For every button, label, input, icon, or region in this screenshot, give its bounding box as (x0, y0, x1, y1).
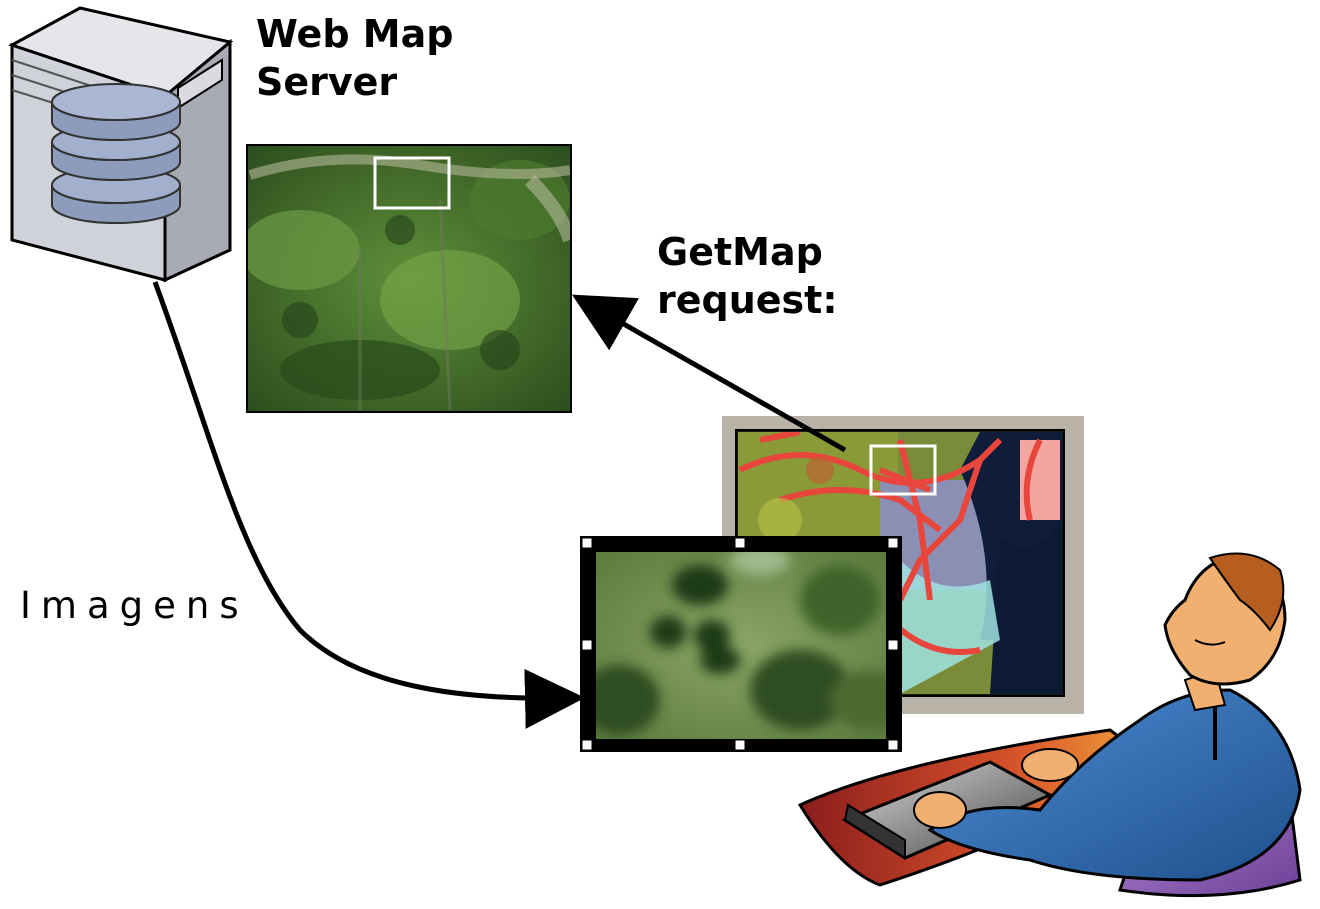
web-map-server-label: Web Map Server (256, 10, 453, 106)
server-icon (8, 6, 234, 283)
resize-handles (581, 537, 899, 751)
zoomed-image (580, 536, 902, 752)
imagens-label: Imagens (20, 584, 249, 627)
selection-box (869, 444, 937, 496)
road-lines (738, 432, 1043, 602)
person-icon (797, 552, 1302, 898)
database-icon (51, 83, 181, 224)
request-label-line1: GetMap (657, 230, 823, 274)
satellite-map-image (246, 144, 572, 413)
getmap-request-label: GetMap request: (657, 228, 838, 324)
server-title-line2: Server (256, 60, 398, 104)
getmap-request-arrow (571, 294, 847, 453)
selection-box (373, 156, 451, 210)
imagens-response-arrow (152, 281, 585, 729)
request-label-line2: request: (657, 278, 838, 322)
server-title-line1: Web Map (256, 12, 454, 56)
